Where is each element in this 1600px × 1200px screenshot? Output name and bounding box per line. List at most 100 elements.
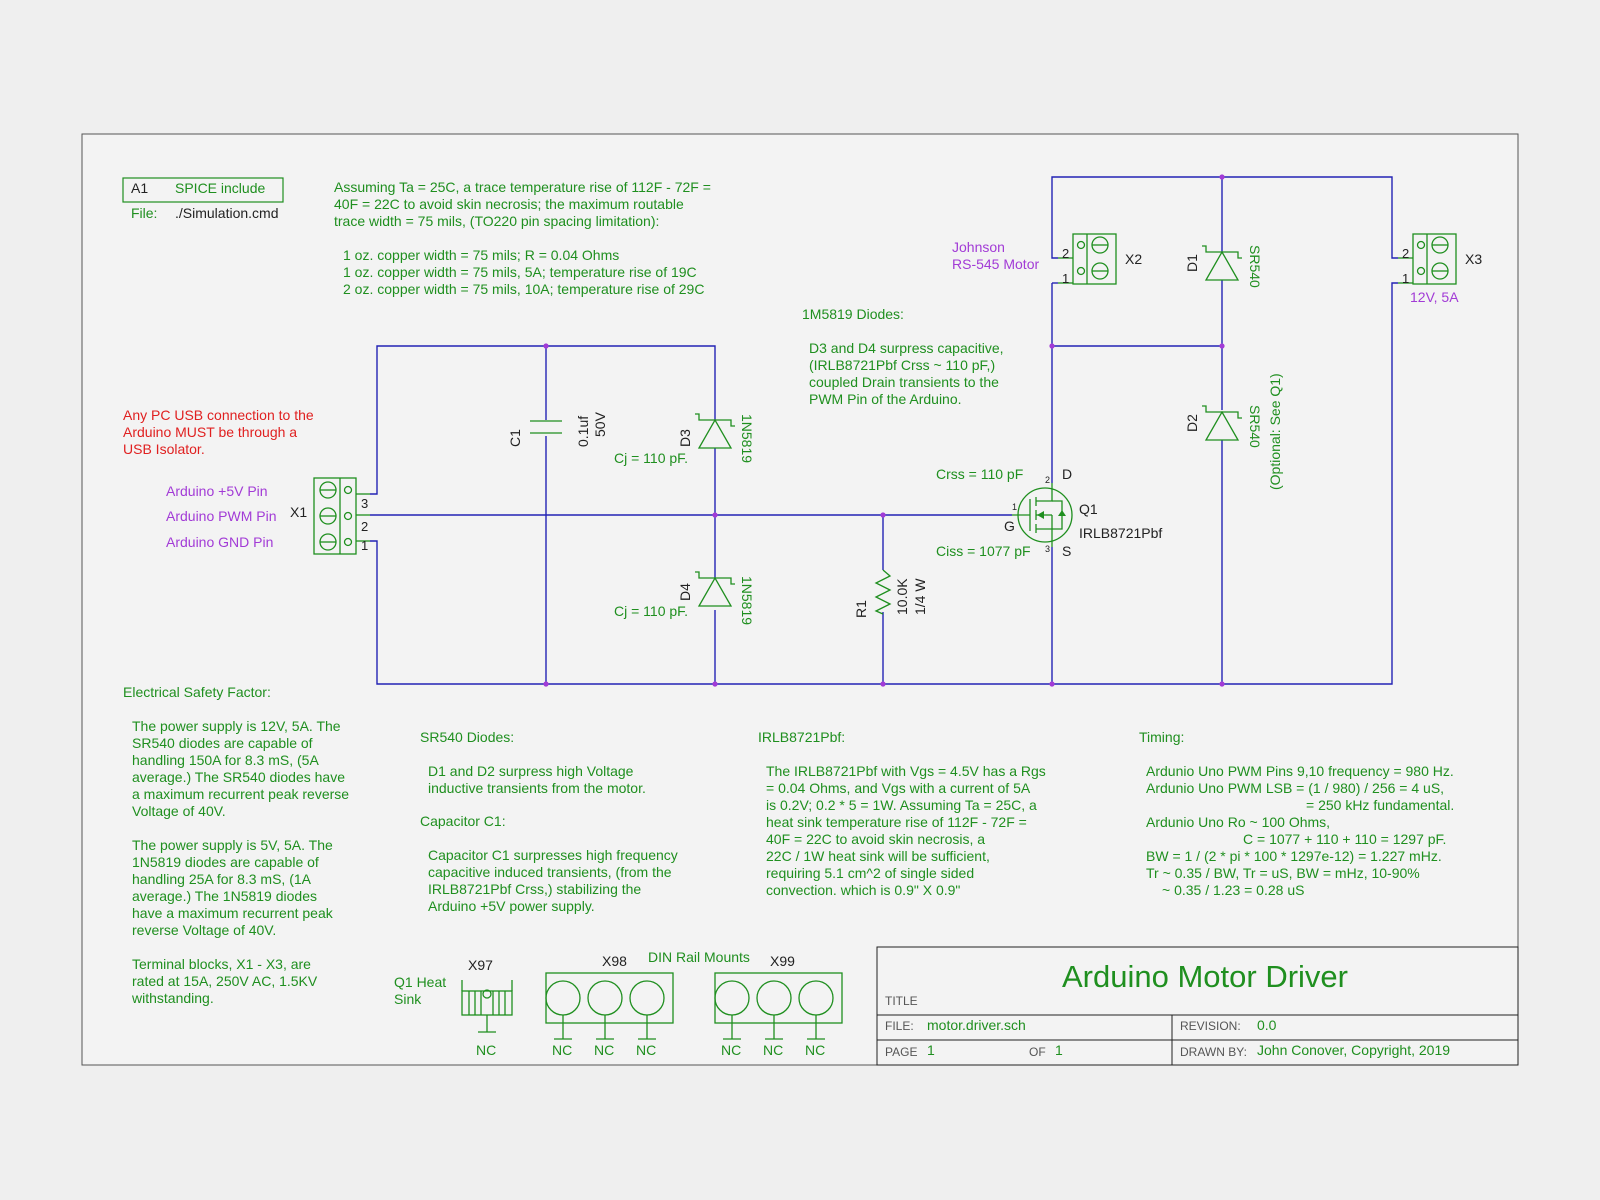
revision-value: 0.0 [1257,1017,1277,1033]
x1-pin: 2 [361,519,368,534]
c1-rating: 50V [592,411,608,437]
note-line: rated at 15A, 250V AC, 1.5KV [132,973,318,989]
note-line: handling 25A for 8.3 mS, (1A [132,871,312,887]
q1-ref: Q1 [1079,501,1098,517]
din-rail-x99: X99 NC NC NC [714,953,843,1058]
usb-warning-line: Any PC USB connection to the [123,407,314,423]
d4-part: 1N5819 [739,576,755,625]
of-label: OF [1029,1045,1046,1059]
heatsink-label: Q1 Heat [394,974,446,990]
spice-file-label: File: [131,205,157,221]
r1-value: 10.0K [894,578,910,615]
note-line: average.) The 1N5819 diodes [132,888,317,904]
x2-pin: 1 [1062,271,1069,286]
note-line: average.) The SR540 diodes have [132,769,345,785]
nc-label: NC [763,1042,783,1058]
x2-pin: 2 [1062,246,1069,261]
diodes-1n5819-note: 1M5819 Diodes: D3 and D4 surpress capaci… [802,306,1004,407]
nc-label: NC [721,1042,741,1058]
d3-part: 1N5819 [739,414,755,463]
note-line: 40F = 22C to avoid skin necrosis, a [766,831,985,847]
usb-warning-line: USB Isolator. [123,441,205,457]
note-line: convection. which is 0.9" X 0.9" [766,882,960,898]
note-line: Voltage of 40V. [132,803,226,819]
usb-warning-line: Arduino MUST be through a [123,424,297,440]
title-block: TITLE Arduino Motor Driver FILE: motor.d… [876,946,1519,1066]
file-label: FILE: [885,1019,914,1033]
note-line: is 0.2V; 0.2 * 5 = 1W. Assuming Ta = 25C… [766,797,1037,813]
revision-label: REVISION: [1180,1019,1241,1033]
c1-value: 0.1uf [575,416,591,447]
q1-part: IRLB8721Pbf [1079,525,1162,541]
d3-ref: D3 [677,429,693,447]
note-line: The power supply is 5V, 5A. The [132,837,333,853]
note-line: capacitive induced transients, (from the [428,864,672,880]
terminal-block-x2: 2 1 X2 Johnson RS-545 Motor [952,233,1142,286]
d2-ref: D2 [1184,414,1200,432]
safety-note: Electrical Safety Factor: The power supp… [123,684,349,1006]
irlb-note: IRLB8721Pbf: The IRLB8721Pbf with Vgs = … [758,729,1046,898]
note-heading: 1M5819 Diodes: [802,306,904,322]
x99-ref: X99 [770,953,795,969]
trace-note-item: 1 oz. copper width = 75 mils, 5A; temper… [343,264,697,280]
note-line: Ardunio Uno PWM LSB = (1 / 980) / 256 = … [1146,780,1444,796]
x1-label-pwm: Arduino PWM Pin [166,508,276,524]
d1-ref: D1 [1184,254,1200,272]
diode-d2: D2 SR540 (Optional: See Q1) [1184,373,1283,490]
junction-dots [543,174,1225,687]
note-line: The power supply is 12V, 5A. The [132,718,341,734]
r1-rating: 1/4 W [912,578,928,615]
note-line: (IRLB8721Pbf Crss ~ 110 pF,) [809,357,995,373]
note-line: The IRLB8721Pbf with Vgs = 4.5V has a Rg… [766,763,1046,779]
note-line: Capacitor C1 surpresses high frequency [428,847,678,863]
nc-label: NC [552,1042,572,1058]
capacitor-c1-note: Capacitor C1: Capacitor C1 surpresses hi… [420,813,678,914]
note-line: a maximum recurrent peak reverse [132,786,349,802]
d2-note: (Optional: See Q1) [1267,373,1283,490]
x1-label-5v: Arduino +5V Pin [166,483,268,499]
terminal-block-x3: 2 1 X3 12V, 5A [1398,233,1482,305]
drawn-by-label: DRAWN BY: [1180,1045,1247,1059]
trace-note: Assuming Ta = 25C, a trace temperature r… [334,179,711,297]
trace-note-item: 2 oz. copper width = 75 mils, 10A; tempe… [343,281,704,297]
diode-d1: D1 SR540 [1184,245,1263,288]
note-line: Terminal blocks, X1 - X3, are [132,956,311,972]
note-heading: Electrical Safety Factor: [123,684,271,700]
note-line: withstanding. [131,990,214,1006]
note-line: Tr ~ 0.35 / BW, Tr = uS, BW = mHz, 10-90… [1146,865,1420,881]
din-rail-x98: X98 NC NC NC [545,953,674,1058]
title-label: TITLE [885,994,918,1008]
capacitor-c1: C1 0.1uf 50V [507,411,608,447]
x3-pin: 2 [1402,246,1409,261]
d4-cj: Cj = 110 pF. [614,603,688,619]
d4-ref: D4 [677,583,693,601]
q1-crss: Crss = 110 pF [936,466,1023,482]
drawing-title: Arduino Motor Driver [1062,959,1348,994]
of-value: 1 [1055,1042,1063,1058]
nc-label: NC [636,1042,656,1058]
note-line: inductive transients from the motor. [428,780,646,796]
d3-cj: Cj = 110 pF. [614,450,688,466]
mosfet-q1: Crss = 110 pF Ciss = 1077 pF D G S 2 1 3… [936,466,1162,559]
spice-file: ./Simulation.cmd [175,205,278,221]
x1-label-gnd: Arduino GND Pin [166,534,273,550]
x1-ref: X1 [290,504,307,520]
x3-label: 12V, 5A [1410,289,1459,305]
x98-ref: X98 [602,953,627,969]
note-line: Arduino +5V power supply. [428,898,595,914]
note-line: coupled Drain transients to the [809,374,999,390]
note-line: Ardunio Uno Ro ~ 100 Ohms, [1146,814,1330,830]
note-line: = 250 kHz fundamental. [1306,797,1454,813]
file-name: motor.driver.sch [927,1017,1026,1033]
note-line: ~ 0.35 / 1.23 = 0.28 uS [1162,882,1304,898]
c1-ref: C1 [507,429,523,447]
r1-ref: R1 [853,600,869,618]
nc-label: NC [805,1042,825,1058]
note-line: SR540 diodes are capable of [132,735,313,751]
q1-pin-g: G [1004,518,1015,534]
q1-pin-num: 3 [1045,544,1050,554]
q1-ciss: Ciss = 1077 pF [936,543,1031,559]
q1-pin-num: 2 [1045,475,1050,485]
drawn-by-value: John Conover, Copyright, 2019 [1257,1042,1450,1058]
nc-label: NC [476,1042,496,1058]
